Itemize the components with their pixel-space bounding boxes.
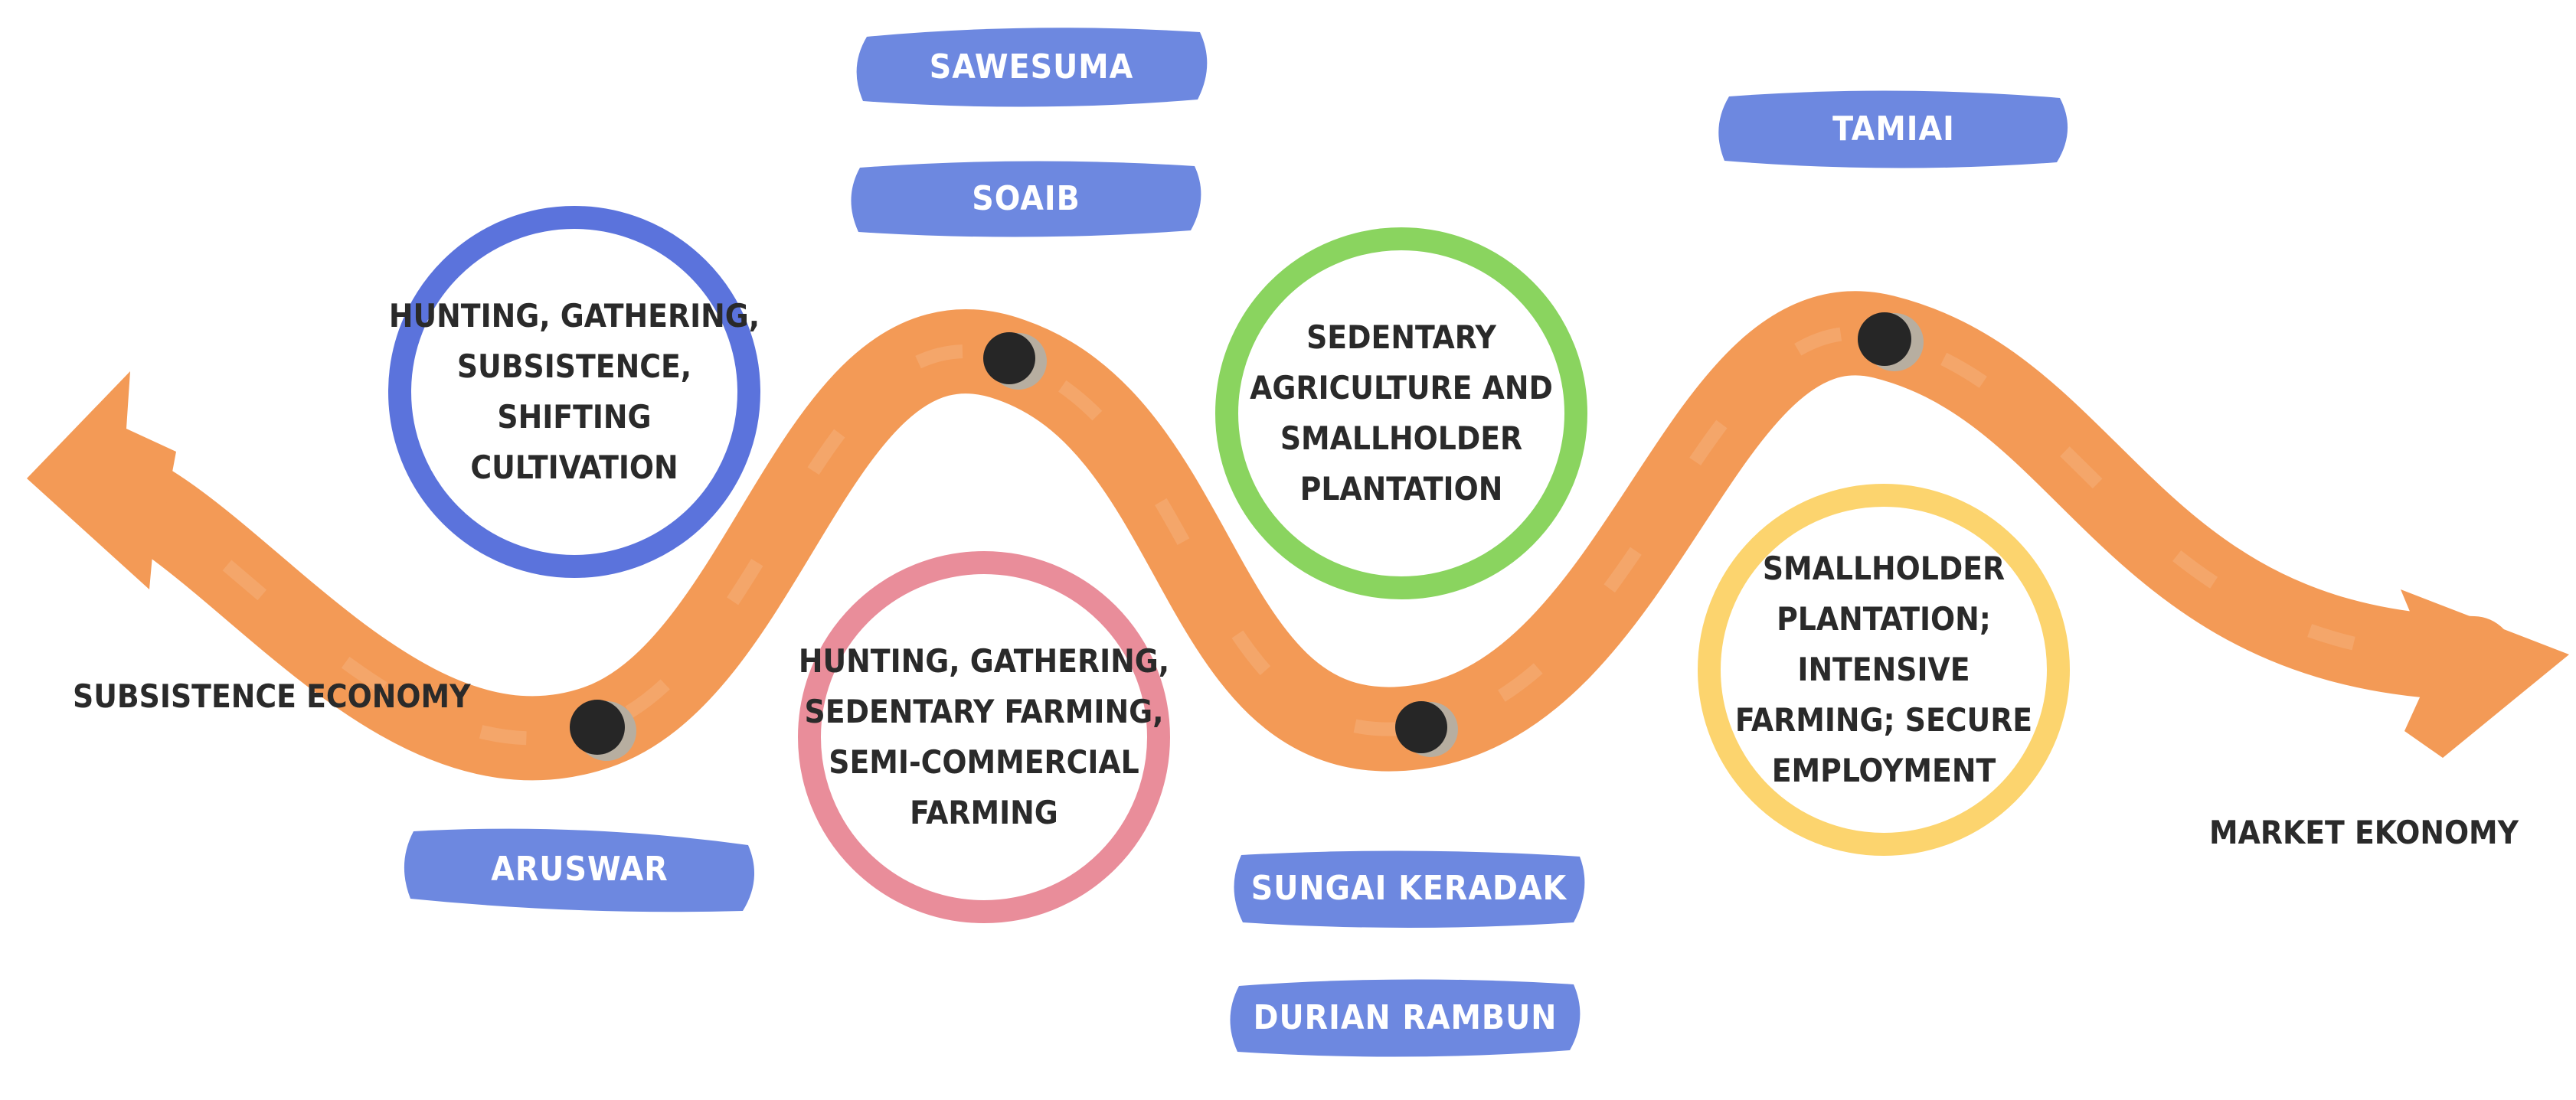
village-badge-sungai-keradak: SUNGAI KERADAK (1229, 844, 1589, 932)
stage-circle-sedentary-agriculture: SEDENTARY AGRICULTURE AND SMALLHOLDER PL… (1210, 222, 1593, 605)
stage-circle-hunting-shifting: HUNTING, GATHERING, SUBSISTENCE, SHIFTIN… (383, 201, 766, 583)
market-economy-label: MARKET EKONOMY (2209, 814, 2519, 851)
path-marker-3 (1395, 701, 1458, 757)
village-badge-tamiai: TAMIAI (1714, 86, 2074, 171)
left-arrowhead (27, 371, 176, 589)
stage-text-4: SMALLHOLDER PLANTATION; INTENSIVE FARMIN… (1734, 550, 2033, 789)
path-marker-4 (1858, 312, 1924, 371)
blue-ring-icon (388, 206, 760, 578)
path-marker-1 (570, 700, 636, 761)
village-badge-durian-rambun: DURIAN RAMBUN (1225, 974, 1585, 1062)
village-badge-aruswar: ARUSWAR (400, 819, 760, 919)
pink-ring-icon (798, 551, 1170, 923)
brush-badge-shape (851, 161, 1201, 237)
village-badge-soaib: SOAIB (846, 155, 1206, 241)
wavy-arrow-path (57, 291, 2516, 781)
brush-badge-shape (1718, 90, 2068, 168)
village-badge-sawesuma: SAWESUMA (852, 23, 1211, 111)
brush-badge-shape (404, 828, 755, 912)
stage-circle-semi-commercial: HUNTING, GATHERING, SEDENTARY FARMING, S… (793, 546, 1175, 929)
brush-badge-shape (1234, 850, 1585, 928)
right-arrowhead (2401, 589, 2569, 758)
stage-text-3: SEDENTARY AGRICULTURE AND SMALLHOLDER PL… (1250, 318, 1553, 508)
brush-badge-shape (1230, 979, 1581, 1057)
brush-badge-shape (856, 28, 1208, 107)
yellow-ring-icon (1698, 484, 2070, 856)
green-ring-icon (1215, 227, 1587, 599)
subsistence-economy-label: SUBSISTENCE ECONOMY (73, 677, 471, 715)
stage-text-2: HUNTING, GATHERING, SEDENTARY FARMING, S… (798, 642, 1170, 831)
stage-text-1: HUNTING, GATHERING, SUBSISTENCE, SHIFTIN… (388, 297, 760, 486)
stage-circle-smallholder-intensive: SMALLHOLDER PLANTATION; INTENSIVE FARMIN… (1692, 478, 2075, 861)
wavy-arrow-brush-streak (97, 326, 2474, 746)
path-marker-2 (983, 332, 1047, 390)
